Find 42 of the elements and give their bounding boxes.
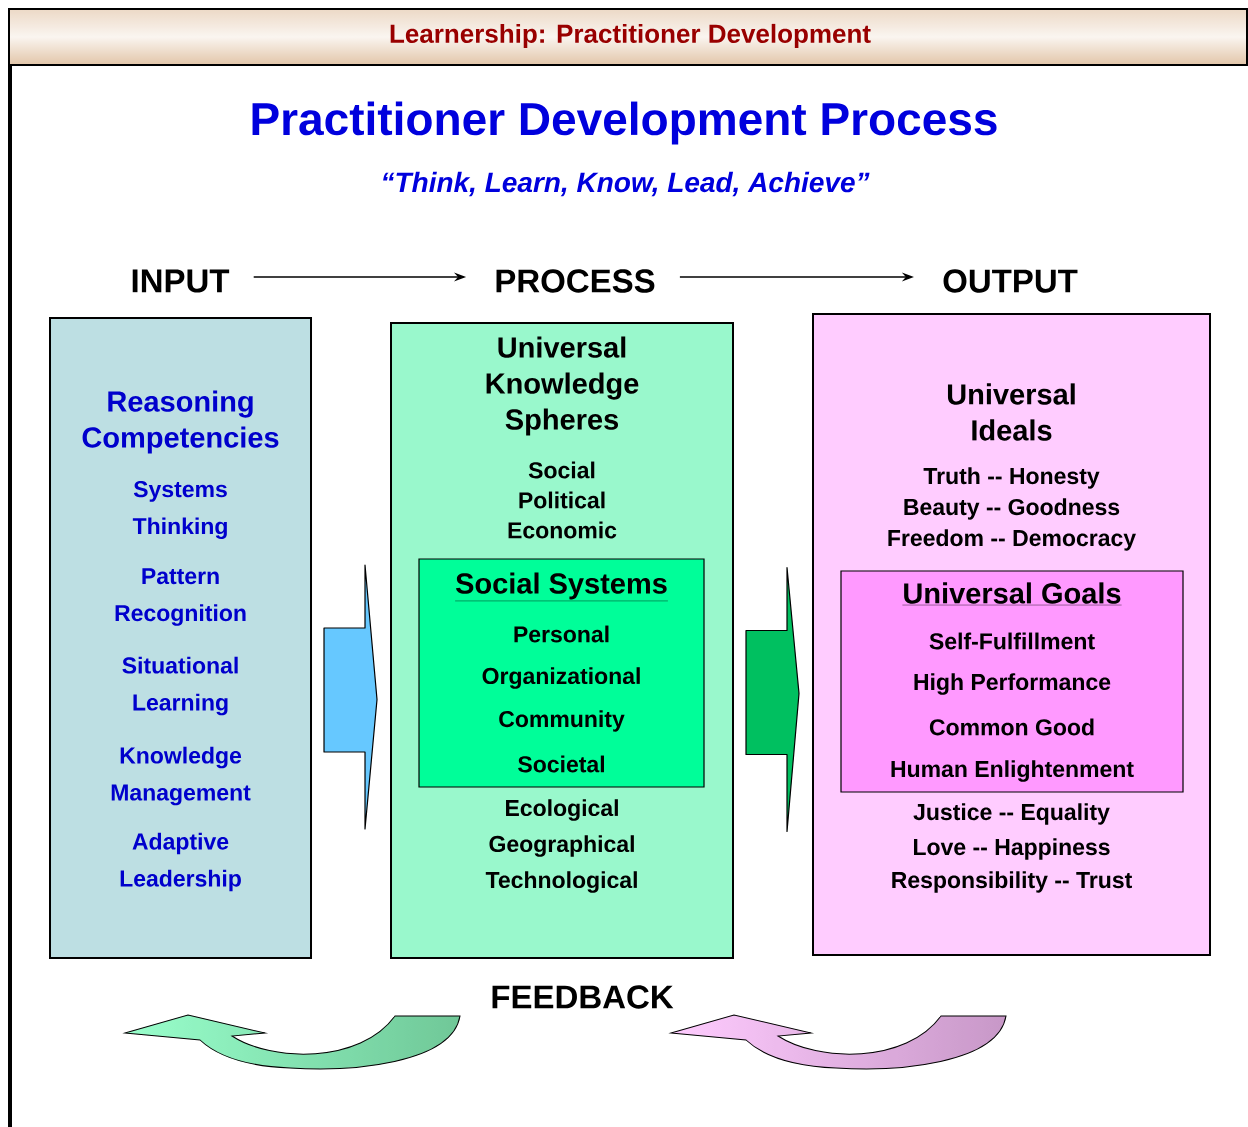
list-item: Situational Learning: [122, 656, 238, 716]
heading: Universal Goals: [902, 582, 1122, 606]
block-arrow: [323, 564, 378, 830]
list-item: Geographical: [489, 835, 634, 857]
header-text: Learnership: Practitioner Development: [390, 23, 871, 49]
input-panel: [49, 317, 312, 959]
list-item: Beauty -- Goodness: [904, 498, 1120, 520]
list-item: Common Good: [929, 718, 1094, 736]
subtitle: “Think, Learn, Know, Lead, Achieve”: [383, 171, 870, 197]
list-item: Self-Fulfillment: [929, 632, 1095, 650]
stage-label: PROCESS: [496, 269, 655, 293]
list-item: Organizational: [482, 667, 640, 689]
heading: Social Systems: [454, 572, 669, 602]
list-item: Technological: [485, 871, 637, 893]
list-item: Truth -- Honesty: [923, 467, 1100, 489]
block-arrow: [745, 566, 800, 833]
list-item: Economic: [508, 521, 617, 539]
social-systems-box: [418, 558, 705, 788]
list-item: Political: [519, 491, 605, 509]
list-item: Social: [528, 461, 595, 479]
list-item: Responsibility -- Trust: [892, 871, 1132, 893]
heading: Universal Ideals: [947, 383, 1075, 441]
list-item: Knowledge Management: [111, 746, 251, 806]
list-item: Love -- Happiness: [914, 838, 1110, 860]
list-item: Societal: [518, 755, 604, 773]
list-item: Personal: [514, 625, 609, 643]
title: Practitioner Development Process: [252, 101, 997, 145]
heading: Reasoning Competencies: [82, 390, 279, 454]
goals-box: [840, 570, 1184, 793]
feedback-label: FEEDBACK: [492, 985, 674, 1009]
stage-label: INPUT: [132, 269, 230, 293]
list-item: Ecological: [506, 799, 618, 821]
list-item: High Performance: [914, 673, 1111, 695]
stage-label: OUTPUT: [943, 269, 1078, 293]
list-item: Justice -- Equality: [913, 803, 1110, 825]
list-item: Pattern Recognition: [115, 568, 246, 626]
list-item: Systems Thinking: [132, 481, 227, 539]
list-item: Adaptive Leadership: [120, 832, 241, 892]
list-item: Human Enlightenment: [891, 760, 1134, 782]
list-item: Freedom -- Democracy: [888, 529, 1136, 551]
heading: Universal Knowledge Spheres: [486, 336, 639, 436]
list-item: Community: [499, 710, 625, 732]
